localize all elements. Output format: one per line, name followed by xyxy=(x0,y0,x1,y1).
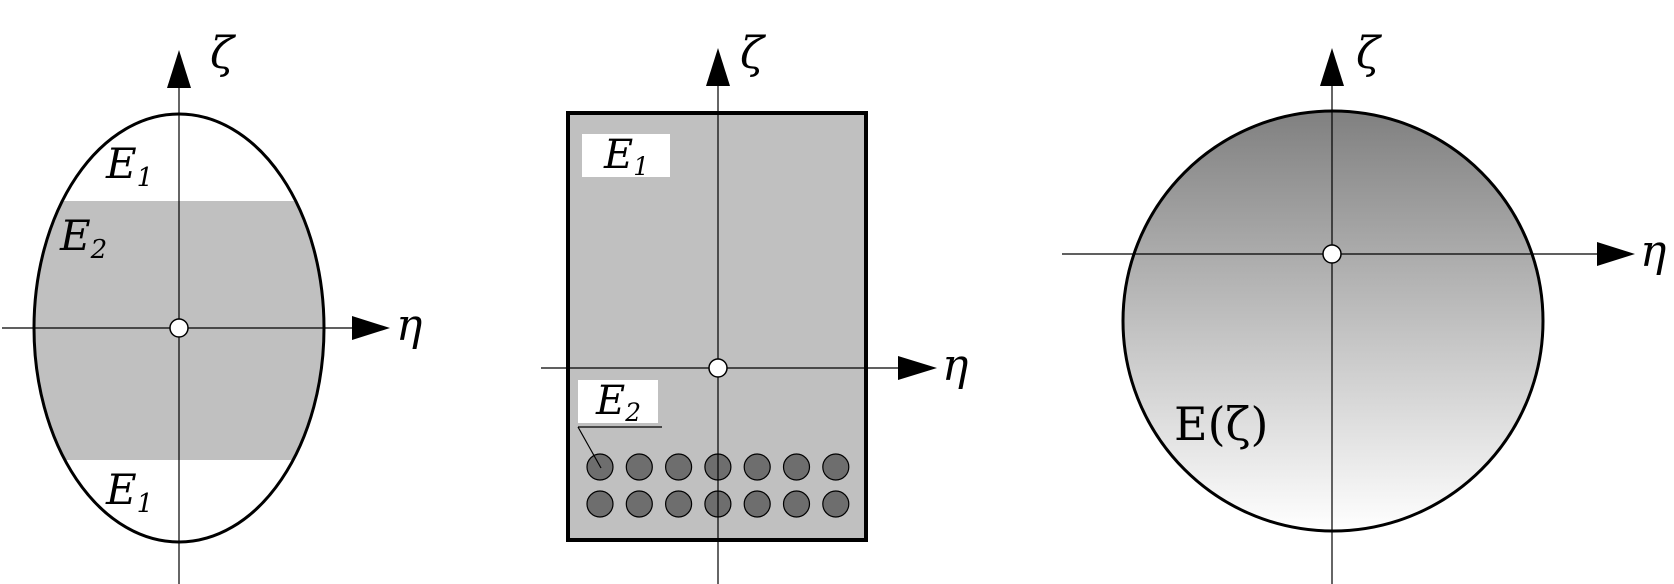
e1-bottom-label: E1 xyxy=(105,465,153,519)
vertical-axis-arrow xyxy=(706,48,730,86)
zeta-axis-label: ζ xyxy=(1356,28,1383,79)
e2-label: E2 xyxy=(59,211,107,265)
horizontal-axis-arrow xyxy=(352,316,390,340)
eta-axis-label: η xyxy=(1640,226,1666,277)
rebar-circle xyxy=(743,453,771,481)
e1-label-box xyxy=(582,134,670,177)
e1-label: E1 xyxy=(603,132,649,181)
zeta-axis-label: ζ xyxy=(210,28,237,79)
figure-2-rectangular-section: E1 E2 ζ η xyxy=(541,28,968,584)
horizontal-axis-arrow xyxy=(898,356,937,380)
graded-circle xyxy=(1121,109,1545,533)
vertical-axis-arrow xyxy=(167,50,191,88)
figure-1-ellipse-section: ζ η E1 E2 E1 xyxy=(2,28,422,584)
rebar-circle xyxy=(664,453,693,481)
origin-marker xyxy=(708,358,728,378)
zeta-axis-label: ζ xyxy=(740,28,767,79)
rebar-circle xyxy=(586,490,614,518)
eta-axis-label: η xyxy=(942,340,968,391)
rebar-circle xyxy=(782,490,811,518)
rebar-circle xyxy=(625,490,653,518)
e2-leader-line xyxy=(577,426,602,469)
origin-marker xyxy=(1322,244,1342,264)
vertical-axis-arrow xyxy=(1320,48,1344,86)
figure-3-circular-section: ζ η E(ζ) xyxy=(1062,28,1666,584)
rebar-circle xyxy=(625,453,653,481)
rebar-circle xyxy=(664,490,693,518)
e2-label: E2 xyxy=(595,378,641,427)
origin-marker xyxy=(169,318,189,338)
e2-label-box xyxy=(578,380,658,423)
rebar-circle xyxy=(822,453,850,481)
rebar-circle xyxy=(822,490,850,518)
eta-axis-label: η xyxy=(396,300,422,351)
rebar-circle xyxy=(743,490,771,518)
e1-top-label: E1 xyxy=(105,139,153,193)
rebar-circle xyxy=(782,453,811,481)
e-of-zeta-label: E(ζ) xyxy=(1174,397,1268,451)
horizontal-axis-arrow xyxy=(1597,242,1635,266)
